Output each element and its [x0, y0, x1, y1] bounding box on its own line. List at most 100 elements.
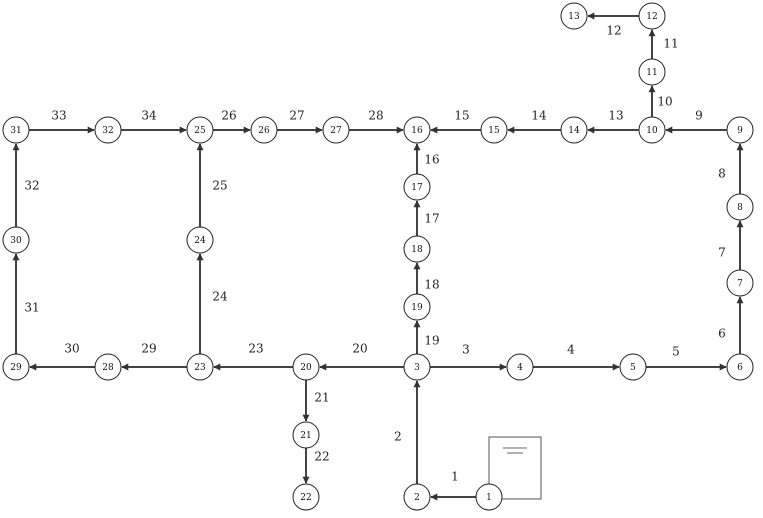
edge-8: 8 [718, 143, 744, 194]
edge-16: 16 [413, 143, 440, 174]
node-circle-31 [2, 116, 30, 144]
edge-18: 18 [413, 262, 440, 294]
edge-28: 28 [349, 109, 404, 134]
node-15: 15 [480, 116, 508, 144]
node-25: 25 [186, 116, 214, 144]
node-label-22: 22 [300, 493, 311, 503]
edge-24: 24 [196, 253, 228, 354]
node-label-26: 26 [258, 126, 270, 136]
edge-31: 31 [12, 253, 40, 354]
edge-label-29: 29 [141, 342, 156, 356]
edge-label-34: 34 [141, 109, 157, 123]
node-circle-4 [506, 353, 534, 381]
node-label-11: 11 [646, 68, 657, 78]
edge-label-23: 23 [248, 342, 263, 356]
node-circle-28 [94, 353, 122, 381]
edge-label-15: 15 [454, 109, 469, 123]
edge-32: 32 [12, 143, 40, 227]
node-23: 23 [186, 353, 214, 381]
node-circle-12 [638, 2, 666, 30]
node-3: 3 [403, 353, 431, 381]
edge-14: 14 [507, 109, 561, 134]
edge-label-6: 6 [718, 327, 726, 341]
node-12: 12 [638, 2, 666, 30]
node-circle-29 [2, 353, 30, 381]
node-label-6: 6 [737, 363, 743, 373]
edge-label-1: 1 [451, 470, 459, 484]
node-circle-32 [94, 116, 122, 144]
node-circle-2 [403, 483, 431, 511]
node-label-3: 3 [414, 363, 420, 373]
edge-19: 19 [413, 320, 440, 354]
edge-9: 9 [665, 109, 727, 134]
node-20: 20 [292, 353, 320, 381]
edge-label-5: 5 [672, 345, 680, 359]
edge-label-8: 8 [718, 167, 726, 181]
node-circle-11 [638, 58, 666, 86]
edge-label-11: 11 [663, 37, 678, 51]
node-17: 17 [403, 173, 431, 201]
node-label-5: 5 [630, 363, 636, 373]
node-13: 13 [560, 2, 588, 30]
node-label-24: 24 [194, 236, 206, 246]
node-circle-8 [726, 193, 754, 221]
node-circle-30 [2, 226, 30, 254]
node-29: 29 [2, 353, 30, 381]
edge-label-25: 25 [212, 179, 227, 193]
node-circle-5 [619, 353, 647, 381]
edge-label-24: 24 [212, 290, 228, 304]
edge-3: 3 [430, 343, 507, 371]
node-circle-27 [322, 116, 350, 144]
node-label-25: 25 [194, 126, 206, 136]
edge-22: 22 [302, 448, 330, 484]
node-circle-6 [726, 353, 754, 381]
node-circle-22 [292, 483, 320, 511]
node-7: 7 [726, 269, 754, 297]
node-label-16: 16 [411, 126, 423, 136]
node-label-31: 31 [10, 126, 21, 136]
node-11: 11 [638, 58, 666, 86]
edge-label-21: 21 [314, 391, 329, 405]
edge-11: 11 [648, 29, 679, 59]
node-circle-7 [726, 269, 754, 297]
node-5: 5 [619, 353, 647, 381]
node-label-2: 2 [414, 493, 420, 503]
node-label-32: 32 [102, 126, 113, 136]
node-circle-24 [186, 226, 214, 254]
node-label-8: 8 [737, 203, 743, 213]
node-label-29: 29 [10, 363, 22, 373]
node-circle-16 [403, 116, 431, 144]
node-label-28: 28 [102, 363, 114, 373]
edge-label-27: 27 [289, 109, 304, 123]
node-label-20: 20 [300, 363, 312, 373]
node-circle-19 [403, 293, 431, 321]
edge-label-28: 28 [368, 109, 383, 123]
node-circle-25 [186, 116, 214, 144]
node-22: 22 [292, 483, 320, 511]
edge-label-16: 16 [424, 153, 439, 167]
node-4: 4 [506, 353, 534, 381]
node-18: 18 [403, 235, 431, 263]
edge-12: 12 [587, 12, 639, 38]
edge-1: 1 [430, 470, 476, 501]
edge-6: 6 [718, 296, 744, 354]
node-10: 10 [638, 116, 666, 144]
node-circle-20 [292, 353, 320, 381]
node-circle-23 [186, 353, 214, 381]
node-label-17: 17 [411, 183, 423, 193]
node-circle-14 [560, 116, 588, 144]
node-26: 26 [250, 116, 278, 144]
edge-label-19: 19 [424, 334, 439, 348]
edge-13: 13 [587, 109, 639, 134]
node-label-18: 18 [411, 245, 423, 255]
edge-21: 21 [302, 380, 330, 422]
node-label-12: 12 [646, 12, 657, 22]
node-label-23: 23 [194, 363, 206, 373]
edge-label-3: 3 [462, 343, 470, 357]
edge-label-22: 22 [314, 450, 329, 464]
node-27: 27 [322, 116, 350, 144]
node-1: 1 [475, 483, 503, 511]
edge-label-2: 2 [394, 430, 402, 444]
edge-27: 27 [277, 109, 323, 134]
